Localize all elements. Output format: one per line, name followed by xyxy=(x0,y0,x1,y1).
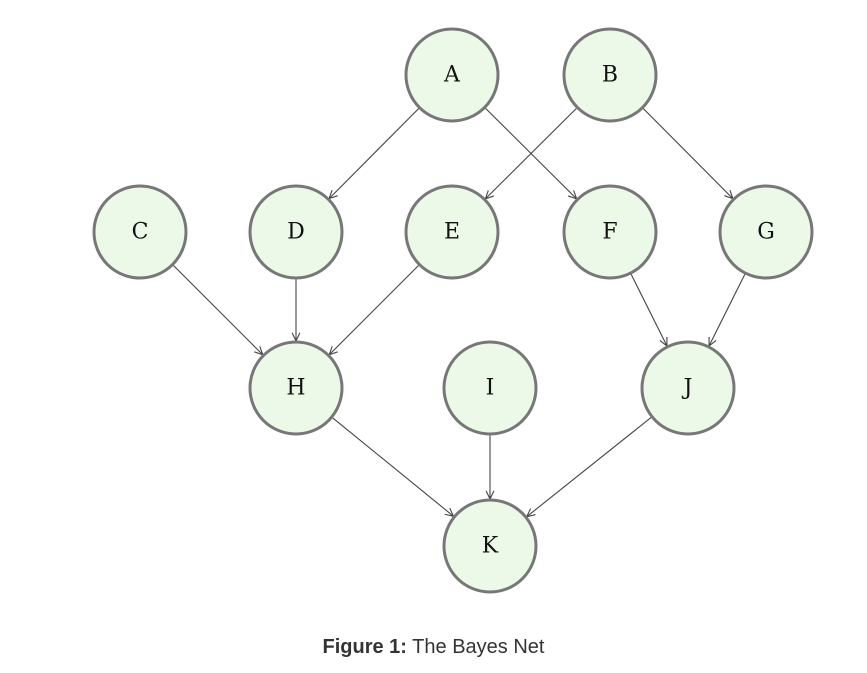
node-label: H xyxy=(286,376,305,401)
edge-j-k xyxy=(525,416,652,518)
node-circle xyxy=(248,184,344,280)
caption-text: The Bayes Net xyxy=(412,636,545,658)
edge-f-j xyxy=(630,273,668,348)
edge-line xyxy=(630,273,668,347)
node-label: F xyxy=(602,220,617,245)
node-circle xyxy=(248,340,344,436)
node-d: D xyxy=(248,184,344,280)
node-label: D xyxy=(287,220,305,245)
edge-b-g xyxy=(642,107,734,200)
node-j: J xyxy=(640,340,736,436)
node-label: G xyxy=(757,220,775,245)
nodes-layer: A B C D E F G H I J K xyxy=(92,27,814,594)
node-circle xyxy=(562,27,658,123)
edge-c-h xyxy=(172,264,264,356)
edge-line xyxy=(526,416,652,518)
node-h: H xyxy=(248,340,344,436)
node-f: F xyxy=(562,184,658,280)
node-label: I xyxy=(486,376,495,401)
node-circle xyxy=(640,340,736,436)
node-label: C xyxy=(132,220,149,245)
node-circle xyxy=(92,184,188,280)
edges-layer xyxy=(172,107,746,518)
node-circle xyxy=(404,27,500,123)
node-circle xyxy=(442,498,538,594)
edge-line xyxy=(642,107,734,200)
edge-line xyxy=(328,107,420,200)
edge-h-k xyxy=(332,417,455,518)
node-label: A xyxy=(443,63,461,88)
node-circle xyxy=(718,184,814,280)
node-i: I xyxy=(442,340,538,436)
figure-caption: Figure 1: The Bayes Net xyxy=(0,636,867,659)
edge-e-h xyxy=(328,264,420,356)
edge-line xyxy=(332,417,454,517)
node-circle xyxy=(442,340,538,436)
node-e: E xyxy=(404,184,500,280)
node-label: K xyxy=(482,534,499,559)
node-label: B xyxy=(602,63,618,88)
edge-a-d xyxy=(328,107,420,200)
edge-d-h xyxy=(291,279,301,343)
edge-line xyxy=(708,273,746,347)
node-label: E xyxy=(444,220,460,245)
node-b: B xyxy=(562,27,658,123)
edge-line xyxy=(484,107,578,200)
node-label: J xyxy=(682,376,693,401)
edge-i-k xyxy=(485,435,495,501)
node-c: C xyxy=(92,184,188,280)
edge-line xyxy=(328,264,420,356)
edge-line xyxy=(172,264,264,356)
edge-g-j xyxy=(708,273,746,348)
caption-label: Figure 1: xyxy=(322,636,407,658)
node-g: G xyxy=(718,184,814,280)
node-a: A xyxy=(404,27,500,123)
node-circle xyxy=(404,184,500,280)
node-circle xyxy=(562,184,658,280)
node-k: K xyxy=(442,498,538,594)
